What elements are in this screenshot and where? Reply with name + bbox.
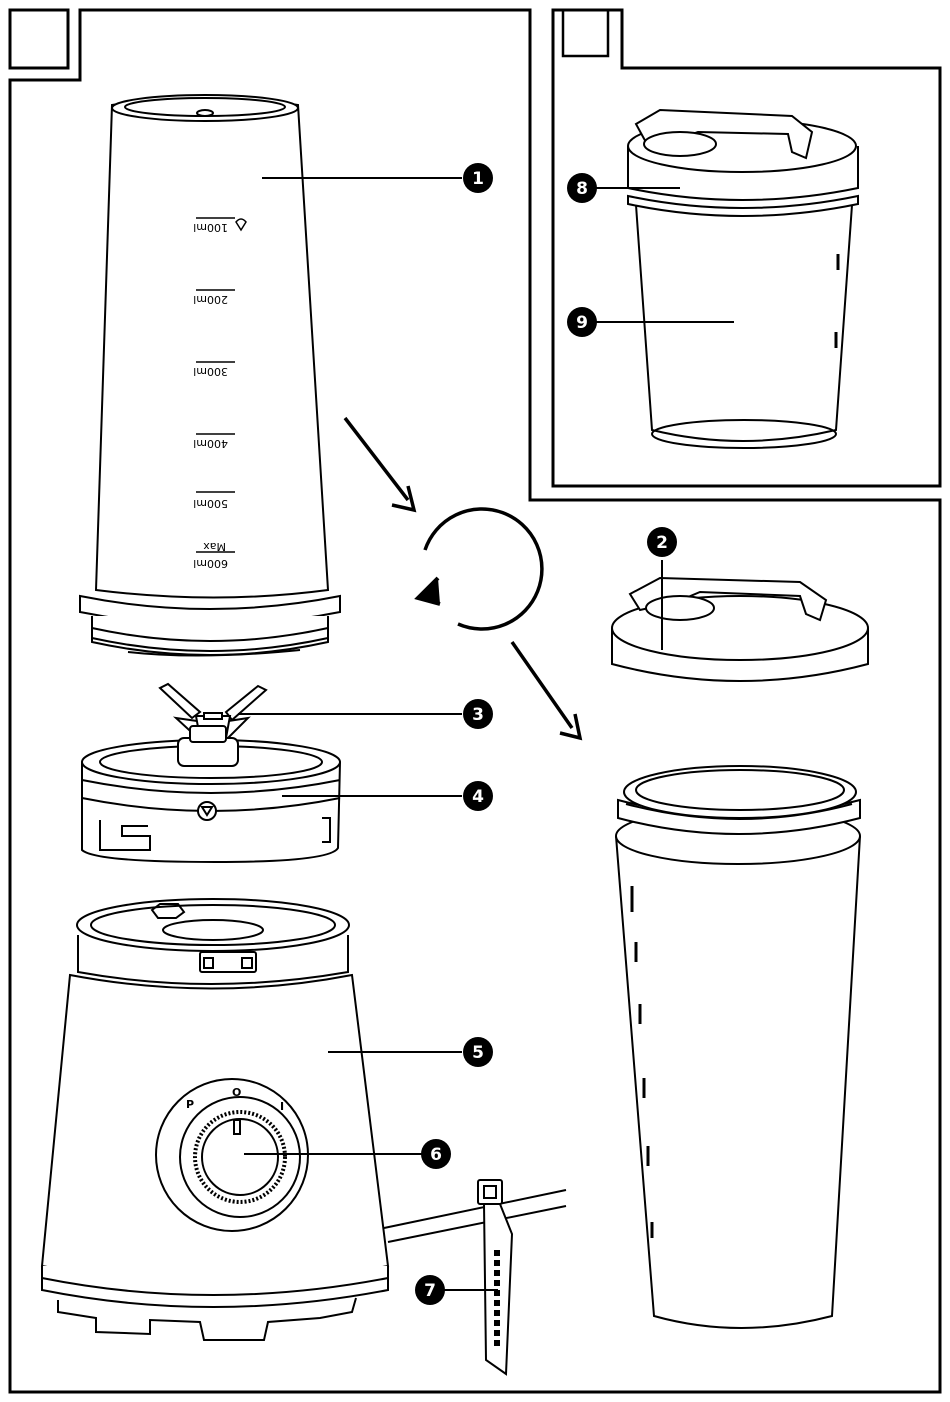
scale-label-500: 500ml <box>193 497 228 510</box>
dial-label-p: P <box>186 1098 194 1111</box>
scale-label-max: Max <box>203 540 226 553</box>
callout-number-1: 1 <box>472 169 484 189</box>
callout-number-6: 6 <box>430 1145 442 1165</box>
scale-label-600: 600ml <box>193 557 228 570</box>
callout-badge-6: 6 <box>421 1139 451 1169</box>
dial-label-o: O <box>232 1086 241 1099</box>
scale-label-100: 100ml <box>193 221 228 234</box>
callout-number-7: 7 <box>424 1281 436 1301</box>
callout-badge-8: 8 <box>567 173 597 203</box>
scale-label-300: 300ml <box>193 365 228 378</box>
callout-number-3: 3 <box>472 705 484 725</box>
callout-badge-2: 2 <box>647 527 677 557</box>
callout-number-9: 9 <box>576 313 588 333</box>
blade-holder <box>82 726 340 862</box>
rotation-arrow-icon <box>418 509 542 629</box>
cable-tie <box>478 1180 512 1374</box>
callout-number-8: 8 <box>576 179 588 199</box>
callout-badge-1: 1 <box>463 163 493 193</box>
callout-badge-9: 9 <box>567 307 597 337</box>
dial-label-i: I <box>280 1100 284 1113</box>
to-go-lid <box>612 578 868 681</box>
scale-label-400: 400ml <box>193 437 228 450</box>
scale-label-200: 200ml <box>193 293 228 306</box>
callout-badge-7: 7 <box>415 1275 445 1305</box>
assembly-arrows <box>345 418 580 738</box>
to-go-bottle <box>616 766 860 1328</box>
closed-bottle <box>628 110 858 448</box>
callout-number-5: 5 <box>472 1043 484 1063</box>
callout-number-2: 2 <box>656 533 668 553</box>
callout-badge-5: 5 <box>463 1037 493 1067</box>
callout-badge-4: 4 <box>463 781 493 811</box>
callout-number-4: 4 <box>472 787 484 807</box>
callout-badge-3: 3 <box>463 699 493 729</box>
